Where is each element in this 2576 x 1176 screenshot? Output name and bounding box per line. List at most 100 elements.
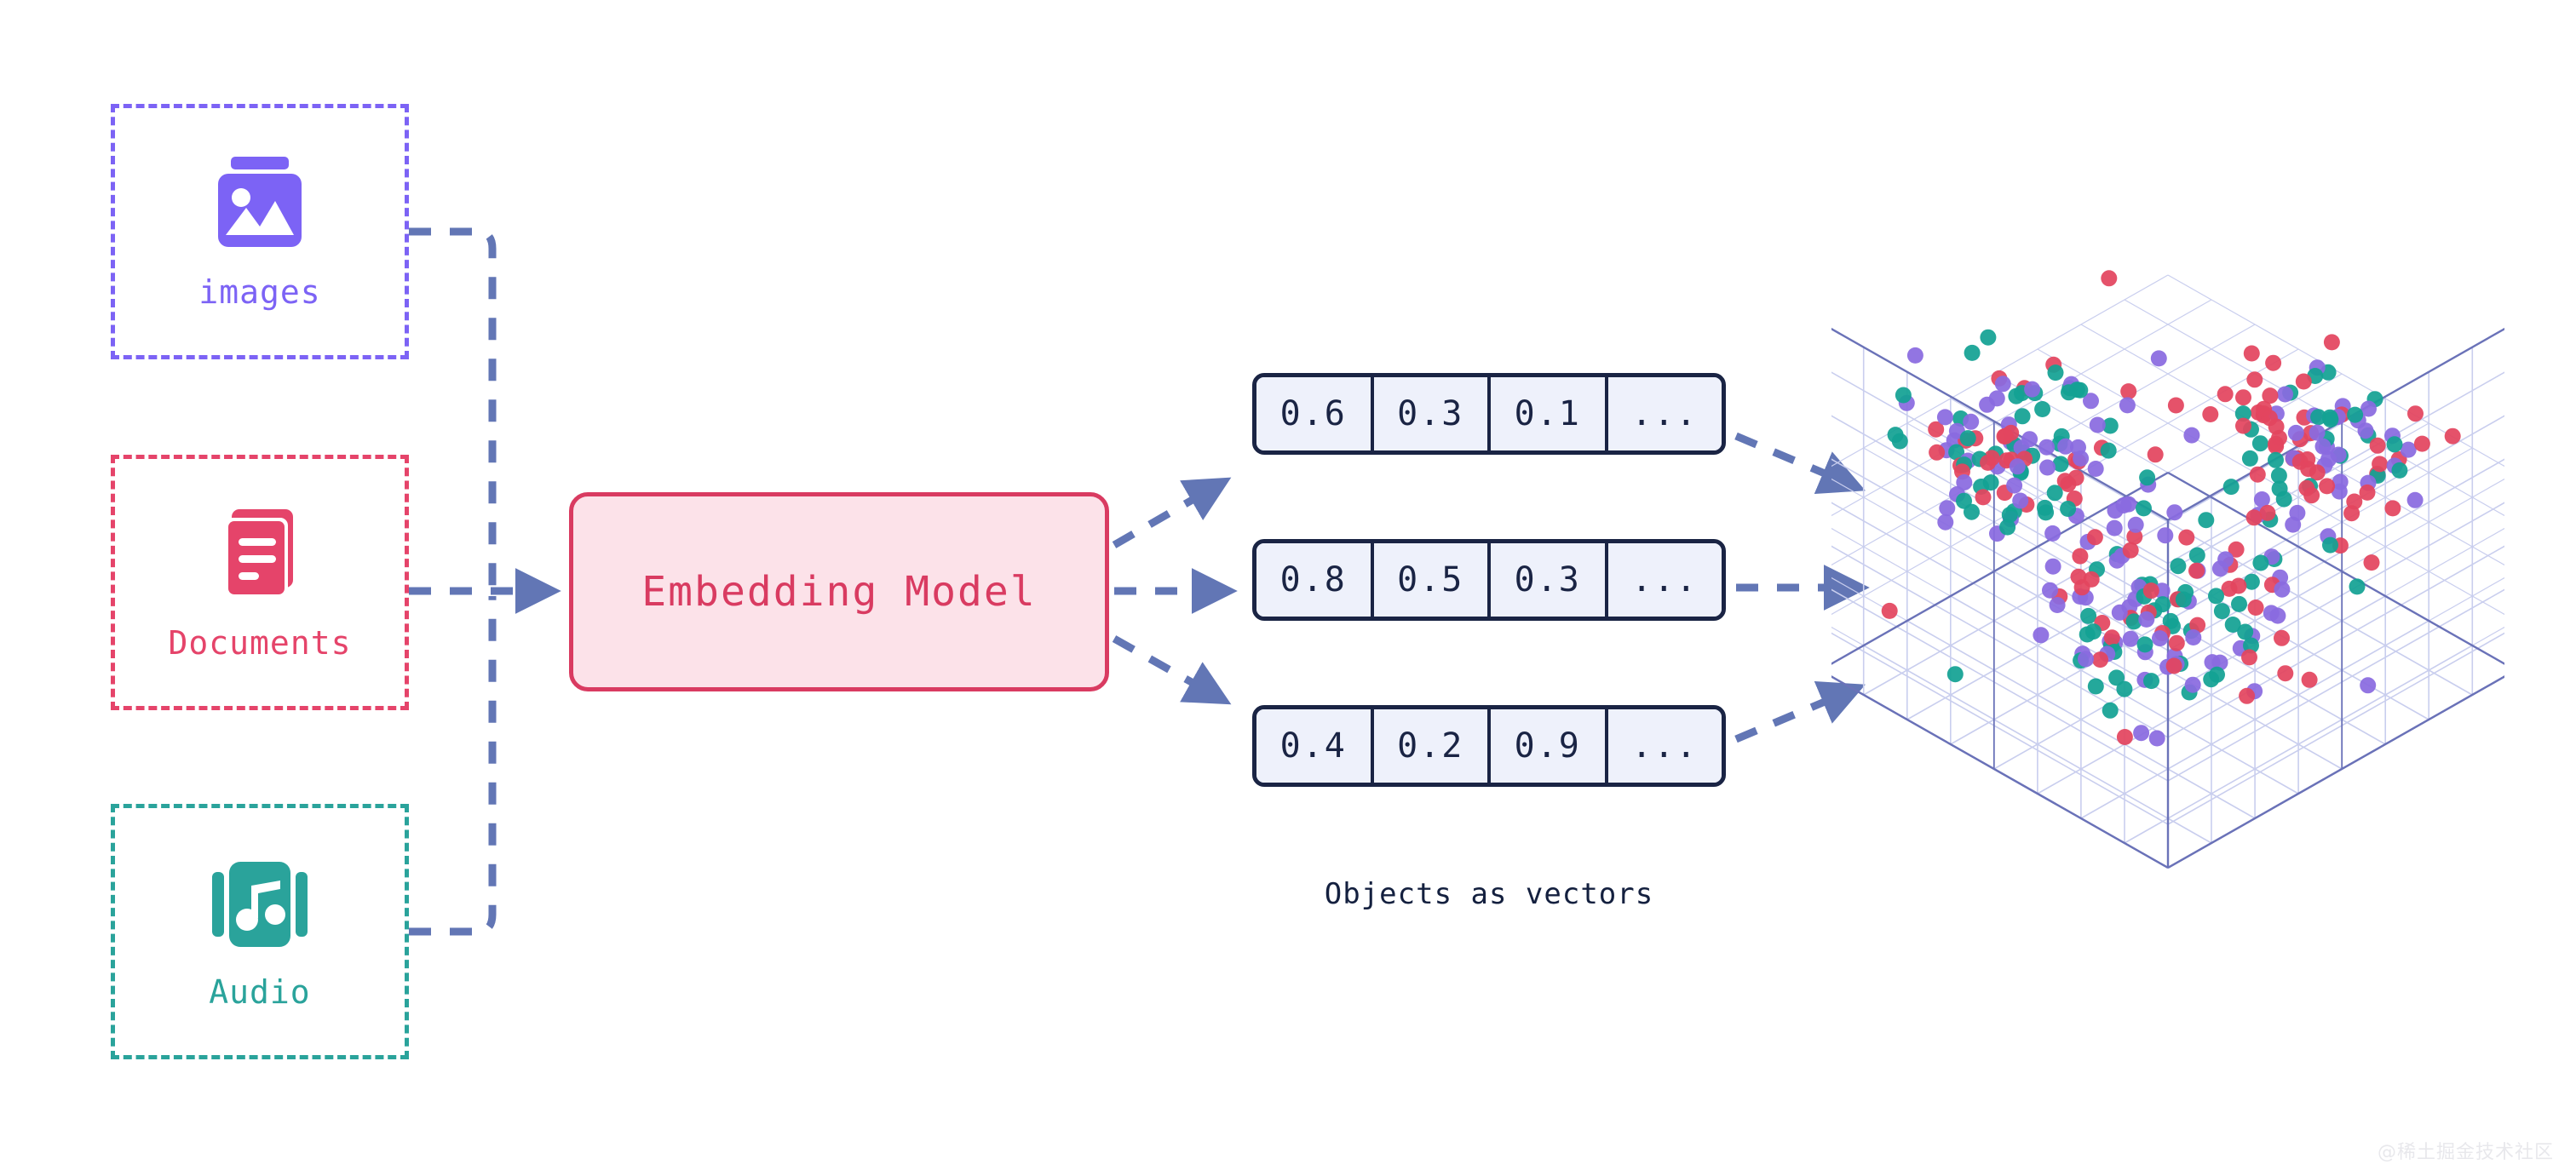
vector-cell: 0.9	[1491, 709, 1608, 783]
vector-point	[2211, 654, 2228, 671]
vector-point	[2086, 529, 2103, 546]
vector-point	[1980, 329, 1997, 346]
vector-point	[1988, 390, 2005, 407]
vector-point	[2103, 629, 2120, 646]
vector-point	[2241, 649, 2257, 666]
vector-point	[2122, 542, 2139, 559]
vector-point	[2357, 422, 2374, 439]
vector-point	[1964, 344, 1981, 361]
vector-point	[2006, 477, 2023, 494]
vector-point	[2295, 373, 2312, 390]
vector-point	[2089, 416, 2106, 433]
vector-point	[2270, 468, 2287, 484]
vector-point	[2168, 634, 2185, 651]
vector-point	[1997, 427, 2014, 445]
vector-point	[2167, 397, 2184, 414]
vector-point	[1956, 474, 1973, 490]
vector-point	[2407, 405, 2424, 422]
vector-point	[2237, 623, 2254, 640]
documents-icon	[210, 506, 310, 605]
source-label-images: images	[198, 273, 321, 311]
vector-point	[2009, 458, 2026, 475]
vector-point	[1956, 492, 1972, 509]
vector-point	[2213, 603, 2230, 620]
vector-point	[2101, 270, 2118, 287]
vector-point	[2102, 702, 2119, 719]
vector-point	[1980, 454, 1997, 471]
embedding-model-box[interactable]: Embedding Model	[569, 492, 1109, 691]
vector-point	[2127, 516, 2144, 533]
vector-point	[2116, 680, 2133, 697]
vector-point	[2265, 354, 2282, 371]
vector-point	[2322, 536, 2338, 554]
source-label-audio: Audio	[209, 973, 311, 1011]
vector-point	[2157, 527, 2174, 544]
vector-point	[1906, 347, 1923, 364]
vector-point	[2235, 417, 2251, 434]
vector-point	[1946, 666, 1964, 683]
vector-point	[2136, 636, 2153, 653]
watermark: @稀土掘金技术社区	[2377, 1142, 2554, 1163]
source-box-documents[interactable]: Documents	[111, 455, 409, 710]
vector-point	[2102, 417, 2119, 434]
vector-row[interactable]: 0.8 0.5 0.3 ...	[1252, 539, 1726, 621]
vector-point	[2360, 677, 2377, 694]
vector-point	[2234, 405, 2251, 422]
vector-point	[2262, 387, 2279, 404]
vector-point	[2012, 492, 2029, 509]
vector-point	[2332, 473, 2349, 490]
vector-point	[2142, 582, 2159, 599]
connector-model-to-vector-0	[1112, 477, 1232, 548]
vector-point	[2249, 466, 2266, 483]
vector-point	[2217, 551, 2234, 568]
vector-point	[2047, 364, 2064, 381]
vector-point	[2084, 623, 2102, 640]
vector-point	[1939, 500, 1956, 517]
vector-point	[2202, 406, 2219, 422]
vector-point	[2070, 439, 2086, 456]
vector-point	[2231, 595, 2247, 612]
source-box-audio[interactable]: Audio	[111, 804, 409, 1059]
vector-point	[2060, 476, 2077, 492]
vector-row[interactable]: 0.6 0.3 0.1 ...	[1252, 373, 1726, 455]
vector-point	[1928, 421, 1945, 438]
vector-point	[2188, 562, 2205, 579]
grid-line	[1831, 675, 2169, 869]
vector-row[interactable]: 0.4 0.2 0.9 ...	[1252, 705, 1726, 787]
vector-point	[2083, 393, 2099, 410]
vector-point	[2162, 612, 2179, 629]
vector-point	[2343, 505, 2360, 522]
vector-point	[2189, 617, 2206, 634]
vector-point	[2165, 657, 2182, 674]
vector-cell: 0.2	[1373, 709, 1491, 783]
vector-point	[2152, 630, 2168, 647]
vector-point	[2217, 386, 2234, 403]
vector-point	[2092, 651, 2108, 668]
vector-point	[2309, 424, 2326, 441]
source-box-images[interactable]: images	[111, 104, 409, 359]
vector-point	[2100, 442, 2117, 459]
vector-point	[2024, 381, 2041, 398]
vector-point	[2184, 676, 2201, 693]
vector-point	[2301, 671, 2318, 688]
vector-point	[2198, 512, 2215, 529]
vector-point	[2042, 582, 2058, 599]
vector-point	[2139, 469, 2156, 486]
vector-cell: 0.4	[1256, 709, 1374, 783]
vector-point	[2275, 490, 2292, 508]
vector-point	[2119, 397, 2136, 414]
vector-point	[2049, 597, 2066, 613]
vector-point	[2080, 607, 2097, 624]
vector-point	[2001, 507, 2018, 524]
vector-point	[2044, 558, 2061, 575]
vector-point	[2320, 450, 2337, 468]
vector-point	[2222, 479, 2240, 496]
vector-point	[2108, 669, 2125, 686]
source-label-documents: Documents	[168, 624, 352, 662]
vector-point	[2274, 581, 2291, 598]
vector-point	[2243, 573, 2260, 590]
vector-point	[2122, 630, 2139, 647]
vector-point	[2228, 541, 2245, 558]
vector-point	[2384, 500, 2401, 517]
vector-point	[2208, 588, 2224, 605]
